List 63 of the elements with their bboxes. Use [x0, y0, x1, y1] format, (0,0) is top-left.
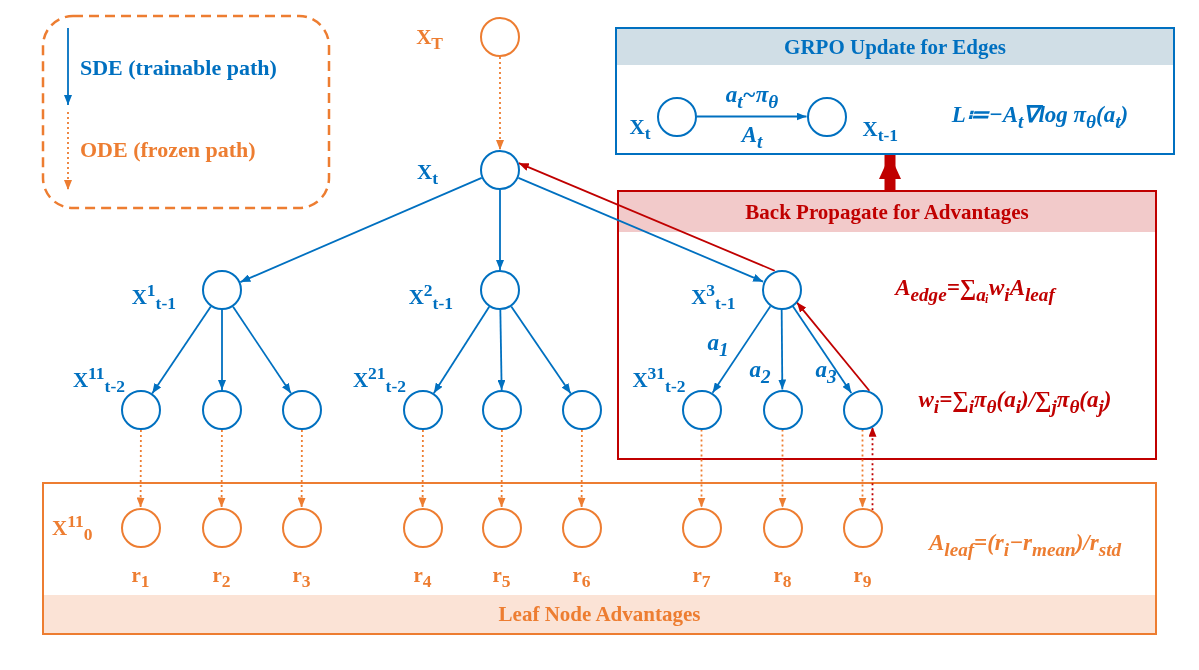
box-title: Leaf Node Advantages [498, 603, 701, 625]
circle-node [282, 390, 322, 430]
node-label: X$_{t}$ [629, 116, 651, 143]
dotted-arrow [697, 428, 706, 509]
formula: A$_{edge}$=∑$_{aᵢ}$w$_{i}$A$_{leaf}$ [895, 276, 1055, 304]
node-label: r$_{4}$ [413, 564, 432, 591]
node-label: X$_{t}$ [417, 162, 438, 188]
box-title: Back Propagate for Advantages [745, 201, 1029, 223]
arrow [497, 309, 506, 391]
dotted-arrow [136, 429, 145, 509]
dotted-arrow [577, 429, 586, 509]
arrow [432, 305, 491, 395]
circle-node [762, 389, 803, 430]
node-label: X$_{t-1}$ [862, 118, 899, 145]
node-label: r$_{6}$ [572, 564, 591, 591]
dotted-arrow [217, 429, 226, 509]
arrow [239, 177, 483, 283]
arrow [232, 305, 292, 395]
arrow [695, 112, 808, 121]
dotted-arrow [497, 429, 506, 509]
box-title: GRPO Update for Edges [784, 36, 1006, 58]
dotted-arrow [858, 428, 867, 509]
arrow [151, 305, 212, 395]
node-label: r$_{8}$ [773, 564, 792, 591]
group-box [615, 27, 1175, 155]
node-label: r$_{5}$ [492, 564, 511, 591]
dotted-arrow [778, 428, 787, 509]
group-box [42, 482, 1157, 635]
arrow [791, 305, 853, 394]
arrow [778, 308, 787, 391]
dotted-arrow [496, 56, 504, 151]
edge-label: a$_{2}$ [749, 358, 771, 386]
thick-arrow [879, 155, 901, 190]
arrow [496, 189, 504, 271]
formula: w$_{i}$=∑$_{i}$π$_{θ}$(a$_{i}$)/∑$_{j}$π$_{θ}$(a$_{j}$) [918, 388, 1112, 416]
arrow [510, 305, 572, 395]
node-label: r$_{7}$ [692, 564, 711, 591]
node-label: r$_{9}$ [853, 564, 872, 591]
node-label: r$_{2}$ [212, 564, 231, 591]
math-label: A$_{t}$ [741, 123, 763, 151]
edge-label: a$_{t}$~π$_{θ}$ [725, 83, 779, 111]
legend-label: SDE (trainable path) [80, 57, 277, 79]
arrow [711, 305, 772, 394]
circle-node [202, 390, 242, 430]
circle-node [482, 390, 522, 430]
legend-label: ODE (frozen path) [80, 139, 256, 161]
dotted-arrow [418, 429, 427, 509]
edge-label: a$_{3}$ [815, 358, 837, 386]
circle-node [562, 390, 602, 430]
edge-label: a$_{1}$ [707, 331, 729, 359]
formula: L≔−A$_{t}$∇log π$_{θ}$(a$_{t}$) [951, 103, 1129, 131]
arrow [795, 301, 871, 392]
dotted-arrow [297, 429, 306, 509]
arrow [517, 176, 764, 283]
circle-node [842, 389, 883, 430]
group-box [617, 190, 1157, 460]
dotted-arrow [868, 425, 877, 512]
node-label: r$_{3}$ [292, 564, 311, 591]
node-label: X$_{T}$ [416, 27, 443, 53]
arrow [517, 162, 776, 272]
formula: A$_{leaf}$=(r$_{i}$−r$_{mean}$)/r$_{std}$ [928, 531, 1122, 559]
arrow [218, 309, 226, 391]
node-label: r$_{1}$ [131, 564, 150, 591]
